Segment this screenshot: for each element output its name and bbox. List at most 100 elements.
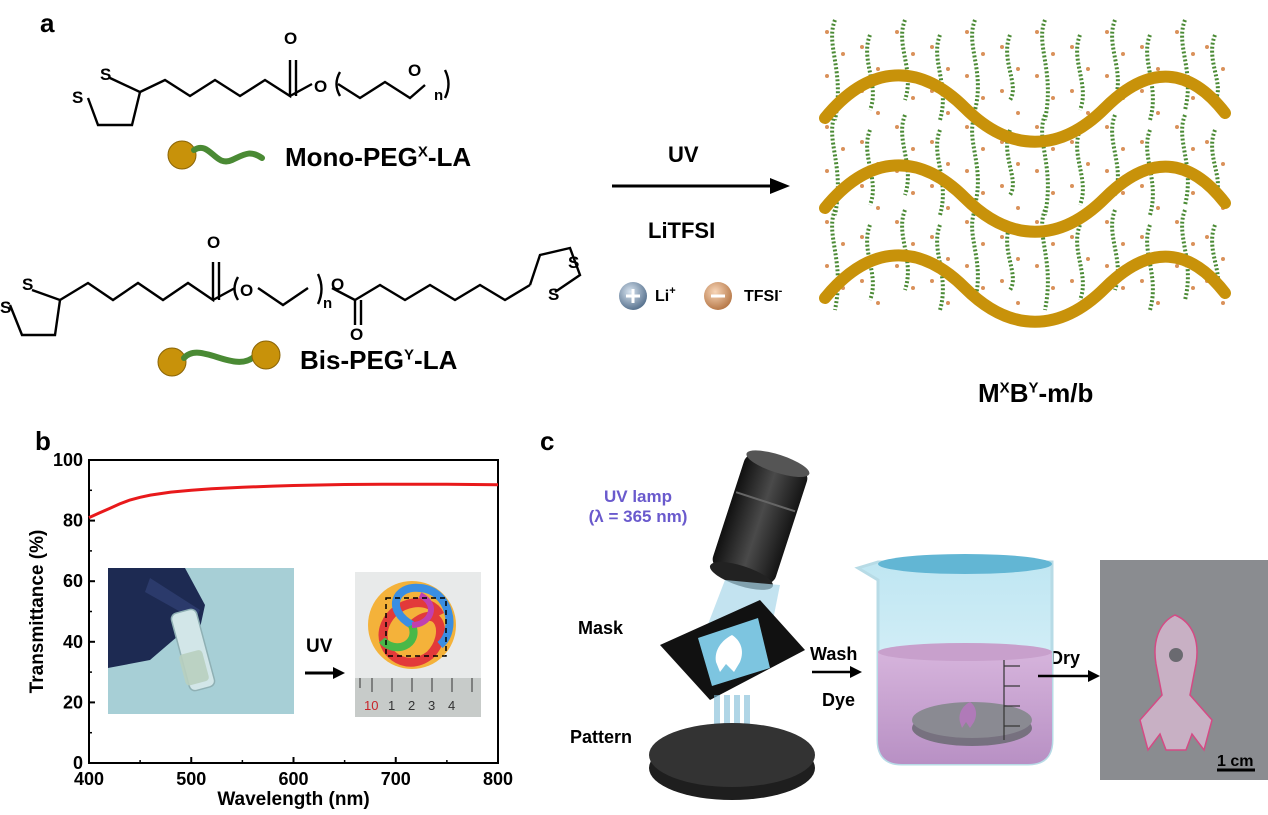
tfsi-dot: [1175, 125, 1179, 129]
tfsi-dot: [1140, 140, 1144, 144]
grafted-chain: [865, 34, 875, 111]
grafted-chain: [1005, 129, 1015, 197]
bis-atom-s1: S: [22, 275, 33, 294]
dry-label: Dry: [1050, 648, 1081, 668]
grafted-chain: [1040, 114, 1050, 216]
tfsi-dot: [1140, 89, 1144, 93]
tfsi-dot: [1105, 264, 1109, 268]
ruler-number-1: 1: [388, 698, 395, 713]
grafted-chain: [935, 34, 945, 121]
mono-ball-icon: [167, 140, 197, 170]
x-tick-label: 700: [381, 769, 411, 789]
y-tick-label: 20: [63, 692, 83, 712]
tfsi-dot: [1000, 235, 1004, 239]
ruler-number-2: 2: [408, 698, 415, 713]
tfsi-dot: [1035, 125, 1039, 129]
grafted-chain: [865, 129, 875, 206]
grafted-chain: [865, 224, 875, 301]
bis-peg-la-structure: [8, 246, 582, 337]
tfsi-dot: [1191, 191, 1195, 195]
grafted-chain: [900, 19, 910, 101]
x-axis-label: Wavelength (nm): [217, 789, 369, 810]
tfsi-dot: [965, 125, 969, 129]
panel-c-graphics: 1 cm: [649, 450, 1268, 800]
ruler-number-10: 10: [364, 698, 378, 713]
tfsi-dot: [1035, 169, 1039, 173]
grafted-chain: [1180, 19, 1190, 111]
tfsi-dot: [1035, 264, 1039, 268]
tfsi-dot: [1051, 191, 1055, 195]
bis-peg-la-label: Bis-PEGY-LA: [300, 345, 458, 375]
transmittance-series-line: [88, 482, 499, 519]
tfsi-dot: [860, 235, 864, 239]
tfsi-dot: [1070, 235, 1074, 239]
bis-ball-left-icon: [157, 347, 187, 377]
tfsi-dot: [1070, 140, 1074, 144]
tfsi-dot: [860, 279, 864, 283]
tfsi-dot: [1051, 96, 1055, 100]
tfsi-dot: [860, 184, 864, 188]
tfsi-dot: [825, 30, 829, 34]
tfsi-dot: [1205, 45, 1209, 49]
tfsi-dot: [1105, 169, 1109, 173]
tfsi-dot: [1105, 125, 1109, 129]
grafted-chain: [970, 114, 980, 206]
tfsi-dot: [1156, 301, 1160, 305]
tfsi-dot: [1156, 67, 1160, 71]
tfsi-dot: [1175, 264, 1179, 268]
mono-chain-icon: [191, 144, 265, 165]
panel-c-label: c: [540, 426, 555, 456]
bis-atom-s2: S: [0, 298, 11, 317]
tfsi-dot: [860, 45, 864, 49]
x-tick-label: 500: [176, 769, 206, 789]
grafted-chain: [1145, 224, 1155, 311]
tfsi-dot: [1016, 301, 1020, 305]
tfsi-dot: [1140, 184, 1144, 188]
tfsi-dot: [825, 74, 829, 78]
bis-chain-icon: [181, 349, 258, 365]
tfsi-dot: [1000, 89, 1004, 93]
tfsi-dot: [946, 111, 950, 115]
bis-atom-o1: O: [207, 233, 220, 252]
polymer-backbone: [819, 249, 1231, 328]
y-tick-label: 40: [63, 632, 83, 652]
tfsi-dot: [930, 140, 934, 144]
polymer-network-illustration: [819, 19, 1231, 328]
tfsi-dot: [1070, 89, 1074, 93]
tfsi-dot: [876, 111, 880, 115]
tfsi-dot: [1105, 74, 1109, 78]
tfsi-dot: [930, 45, 934, 49]
grafted-chain: [1075, 129, 1085, 206]
tfsi-dot: [1086, 67, 1090, 71]
grafted-chain: [1040, 19, 1050, 121]
y-tick-label: 0: [73, 753, 83, 773]
tfsi-dot: [965, 264, 969, 268]
tfsi-dot: [876, 67, 880, 71]
y-tick-label: 100: [53, 450, 83, 470]
tfsi-dot: [1000, 184, 1004, 188]
tfsi-dot: [825, 169, 829, 173]
tfsi-dot: [895, 264, 899, 268]
tfsi-dot: [1156, 111, 1160, 115]
dye-label: Dye: [822, 690, 856, 710]
tfsi-dot: [911, 191, 915, 195]
tfsi-dot: [1205, 235, 1209, 239]
beaker-rocket-icon: [959, 702, 977, 728]
tfsi-dot: [1140, 45, 1144, 49]
tfsi-dot: [1051, 52, 1055, 56]
tfsi-dot: [1035, 74, 1039, 78]
tfsi-dot: [1191, 96, 1195, 100]
mono-atom-o2: O: [314, 77, 327, 96]
tfsi-dot: [1016, 206, 1020, 210]
tfsi-dot: [981, 96, 985, 100]
bis-atom-s3: S: [568, 253, 579, 272]
inset-lollipop-photo: 10 1 2 3 4: [355, 572, 481, 717]
tfsi-dot: [946, 67, 950, 71]
tfsi-dot: [981, 242, 985, 246]
tfsi-dot: [1016, 111, 1020, 115]
tfsi-dot: [1121, 191, 1125, 195]
tfsi-dot: [1221, 162, 1225, 166]
tfsi-dot: [911, 242, 915, 246]
tfsi-dot: [1086, 257, 1090, 261]
